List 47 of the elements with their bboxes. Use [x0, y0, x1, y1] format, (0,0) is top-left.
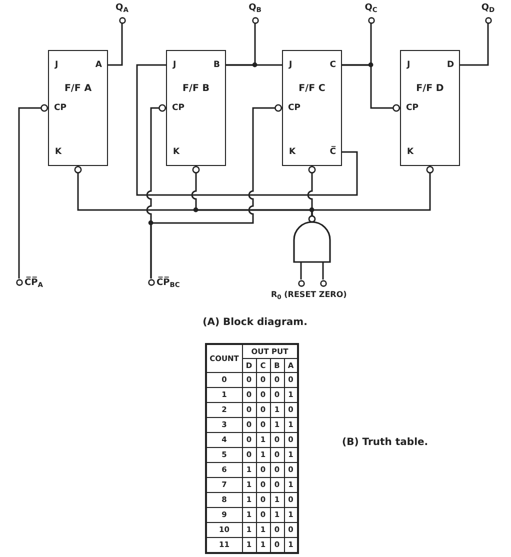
terminal-icon: [320, 280, 326, 286]
pin-label: CP: [172, 103, 184, 114]
signal-label: Q$_{B}$: [248, 3, 262, 14]
nand-gate: [293, 215, 331, 263]
wire: [300, 262, 302, 280]
pin-label: CP: [288, 103, 300, 114]
pin-label: C̅: [330, 147, 336, 158]
wire: [226, 64, 282, 66]
block-label: F/F B: [182, 83, 210, 95]
pin-label: J: [289, 60, 292, 71]
pin-label: K: [55, 147, 62, 158]
figure-caption: (B) Truth table.: [342, 437, 428, 450]
wire: [108, 24, 123, 66]
pin-label: K: [407, 147, 414, 158]
pin-label: J: [173, 60, 176, 71]
wire: [322, 262, 324, 280]
pin-label: CP: [54, 103, 66, 114]
signal-label: Q$_{D}$: [481, 3, 495, 14]
wire: [342, 64, 400, 112]
flip-flop-block: [166, 50, 226, 166]
terminal-icon: [298, 280, 304, 286]
signal-label: R$_{0}$ (RESET ZERO): [271, 290, 347, 300]
pin-label: K: [173, 147, 180, 158]
flip-flop-block: [48, 50, 108, 166]
signal-label: C̅P̅$_{BC}$: [156, 278, 180, 289]
pin-label: K: [289, 147, 296, 158]
signal-label: Q$_{C}$: [364, 3, 378, 14]
flip-flop-block: [400, 50, 460, 166]
pin-label: CP: [406, 103, 418, 114]
wire: [18, 104, 48, 278]
wire: [136, 64, 358, 196]
wire: [311, 166, 434, 216]
figure-caption: (A) Block diagram.: [202, 317, 308, 330]
wire: [460, 24, 489, 66]
block-label: F/F C: [298, 83, 326, 95]
signal-label: C̅P̅$_{A}$: [24, 278, 43, 289]
pin-label: J: [407, 60, 410, 71]
pin-label: C: [330, 60, 336, 71]
block-label: F/F D: [416, 83, 444, 95]
signal-label: Q$_{A}$: [116, 3, 128, 14]
block-label: F/F A: [64, 83, 92, 95]
pin-label: A: [95, 60, 102, 71]
pin-label: J: [55, 60, 58, 71]
flip-flop-block: [282, 50, 342, 166]
pin-label: D: [446, 60, 454, 71]
pin-label: B: [214, 60, 220, 71]
wire: [150, 104, 282, 278]
